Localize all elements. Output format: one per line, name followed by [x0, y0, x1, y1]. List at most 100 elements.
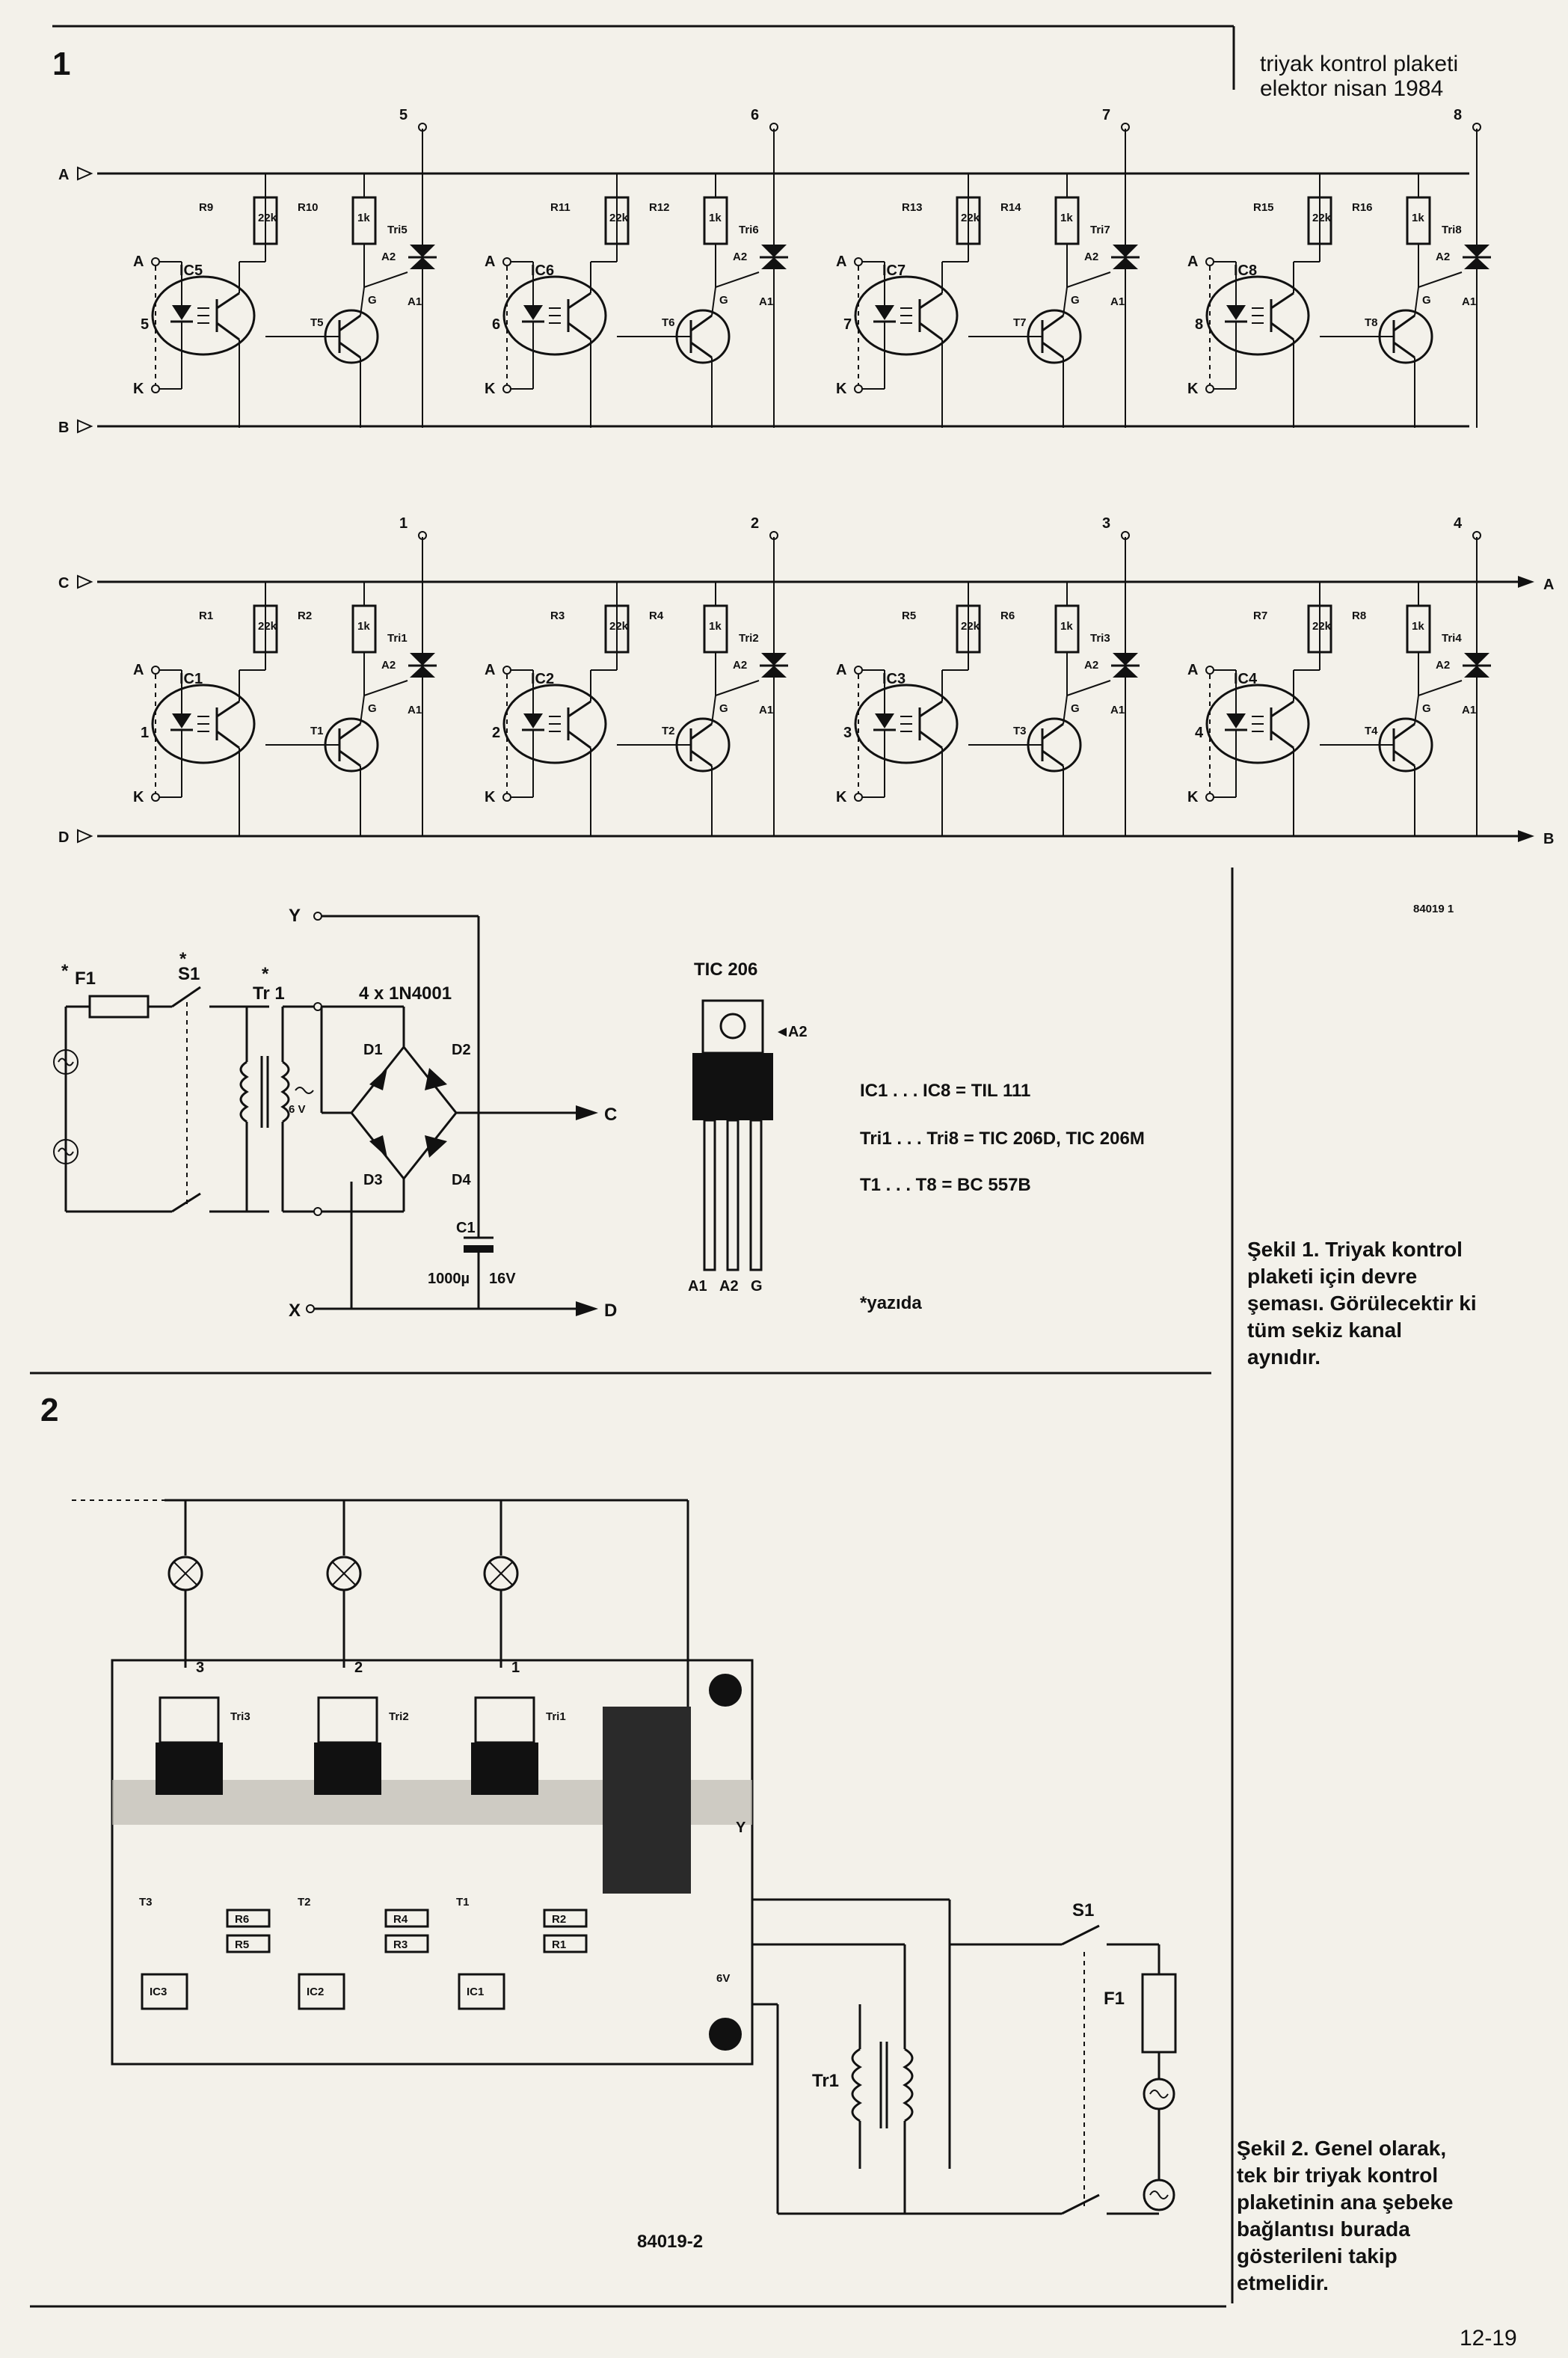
channel-ic1: IC1 R1 R2 22k 1k T1 Tri1 1 1 [141, 515, 408, 741]
base-resistor-value: 22k [258, 620, 277, 633]
transistor-label: T2 [662, 725, 675, 737]
collector-resistor-value: 1k [357, 620, 370, 633]
svg-text:etmelidir.: etmelidir. [1237, 2271, 1329, 2294]
figure-2-caption: Şekil 2. Genel olarak, tek bir triyak ko… [1237, 2137, 1453, 2294]
c1-value: 1000µ [428, 1271, 470, 1287]
r1-label: R1 [552, 1938, 566, 1951]
base-resistor-label: R11 [550, 201, 571, 214]
svg-text:K: K [133, 381, 144, 397]
transistor-label: T8 [1365, 316, 1378, 329]
bridge-label: 4 x 1N4001 [359, 983, 452, 1004]
svg-text:A2: A2 [733, 251, 747, 263]
svg-text:gösterileni takip: gösterileni takip [1237, 2244, 1398, 2268]
base-resistor-value: 22k [258, 212, 277, 224]
collector-resistor-label: R4 [649, 610, 664, 622]
triac-1-label: Tri1 [546, 1710, 566, 1723]
input-number: 2 [492, 725, 500, 741]
output-number: 2 [751, 515, 759, 532]
input-number: 8 [1195, 316, 1203, 333]
base-resistor-value: 22k [609, 212, 629, 224]
transformer-star: * [262, 964, 269, 984]
svg-text:A1: A1 [408, 704, 422, 716]
svg-text:A1: A1 [759, 704, 773, 716]
svg-text:K: K [133, 789, 144, 805]
collector-resistor-value: 1k [709, 620, 722, 633]
svg-text:A2: A2 [381, 659, 396, 672]
svg-text:tek bir triyak kontrol: tek bir triyak kontrol [1237, 2164, 1438, 2187]
svg-text:K: K [485, 381, 496, 397]
svg-text:A1: A1 [1462, 295, 1476, 308]
triac-label: Tri3 [1090, 632, 1110, 645]
c1-voltage: 16V [489, 1271, 516, 1287]
svg-text:A2: A2 [381, 251, 396, 263]
collector-resistor-label: R16 [1352, 201, 1373, 214]
base-resistor-value: 22k [1312, 620, 1332, 633]
svg-text:şeması. Görülecektir ki: şeması. Görülecektir ki [1247, 1292, 1477, 1315]
output-number: 3 [1102, 515, 1110, 532]
collector-resistor-label: R6 [1000, 610, 1015, 622]
r6-label: R6 [235, 1913, 249, 1926]
collector-resistor-value: 1k [709, 212, 722, 224]
header-title: triyak kontrol plaketi [1260, 52, 1458, 76]
svg-text:K: K [1187, 789, 1199, 805]
transformer-label: Tr 1 [253, 983, 285, 1004]
transistor-1-label: T1 [456, 1896, 470, 1909]
ac-source-icon [53, 1139, 79, 1164]
svg-text:A: A [485, 254, 495, 270]
fuse-symbol [88, 995, 150, 1019]
ic1-label: IC1 [467, 1986, 484, 1998]
triac-3-label: Tri3 [230, 1710, 250, 1723]
opto-label: IC6 [531, 262, 554, 279]
svg-text:aynıdır.: aynıdır. [1247, 1345, 1320, 1369]
node-y-label: Y [289, 906, 301, 926]
lamp-1-label: 1 [511, 1659, 520, 1676]
opto-label: IC3 [882, 671, 906, 687]
transistor-label: T3 [1013, 725, 1027, 737]
bus-a-out-label: A [1543, 577, 1554, 593]
bus-c-label: C [58, 575, 69, 592]
package-tab-label: A2 [788, 1024, 808, 1040]
r4-label: R4 [393, 1913, 408, 1926]
collector-resistor-label: R14 [1000, 201, 1021, 214]
input-number: 3 [843, 725, 852, 741]
svg-text:A2: A2 [1436, 251, 1450, 263]
output-number: 5 [399, 107, 408, 123]
svg-text:A: A [133, 662, 144, 678]
svg-text:K: K [1187, 381, 1199, 397]
transistor-label: T5 [310, 316, 324, 329]
collector-resistor-label: R12 [649, 201, 670, 214]
opto-pin-letters: AK AK AK AK AK AK AK AK [133, 254, 1199, 805]
collector-resistor-label: R8 [1352, 610, 1366, 622]
figure-1-caption: Şekil 1. Triyak kontrol plaketi için dev… [1247, 1238, 1477, 1369]
channel-ic8: IC8 R15 R16 22k 1k T8 Tri8 8 8 [1195, 107, 1462, 333]
triac-label: Tri8 [1442, 224, 1462, 236]
svg-text:A2: A2 [733, 659, 747, 672]
output-c-label: C [604, 1105, 617, 1125]
transistor-label: T4 [1365, 725, 1378, 737]
channel-ic2: IC2 R3 R4 22k 1k T2 Tri2 2 2 [492, 515, 759, 741]
figure-2-number: 2 [40, 1392, 58, 1428]
triac-label: Tri1 [387, 632, 408, 645]
bus-d-label: D [58, 829, 69, 846]
secondary-voltage: 6 V [289, 1103, 306, 1116]
figure-1-code: 84019 1 [1413, 903, 1454, 915]
transformer-label: Tr1 [812, 2071, 839, 2091]
d4-label: D4 [452, 1172, 471, 1188]
lamp-3-label: 3 [196, 1659, 204, 1676]
bus-b-label: B [58, 420, 69, 436]
collector-resistor-value: 1k [1060, 212, 1073, 224]
svg-text:G: G [368, 294, 377, 307]
base-resistor-label: R5 [902, 610, 916, 622]
svg-text:plaketinin ana şebeke: plaketinin ana şebeke [1237, 2190, 1453, 2214]
svg-text:G: G [1422, 702, 1431, 715]
lamp-2-label: 2 [354, 1659, 363, 1676]
bus-a-label: A [58, 167, 69, 183]
collector-resistor-label: R10 [298, 201, 319, 214]
svg-text:K: K [836, 381, 847, 397]
svg-text:G: G [368, 702, 377, 715]
svg-text:A1: A1 [1110, 704, 1125, 716]
svg-text:G: G [719, 294, 728, 307]
figure-2-labels: 3 2 1 Tri3 Tri2 Tri1 T3 T2 T1 R6 R5 R4 R… [139, 1659, 1125, 2252]
package-pin-3: G [751, 1278, 763, 1295]
svg-text:A2: A2 [1084, 659, 1098, 672]
